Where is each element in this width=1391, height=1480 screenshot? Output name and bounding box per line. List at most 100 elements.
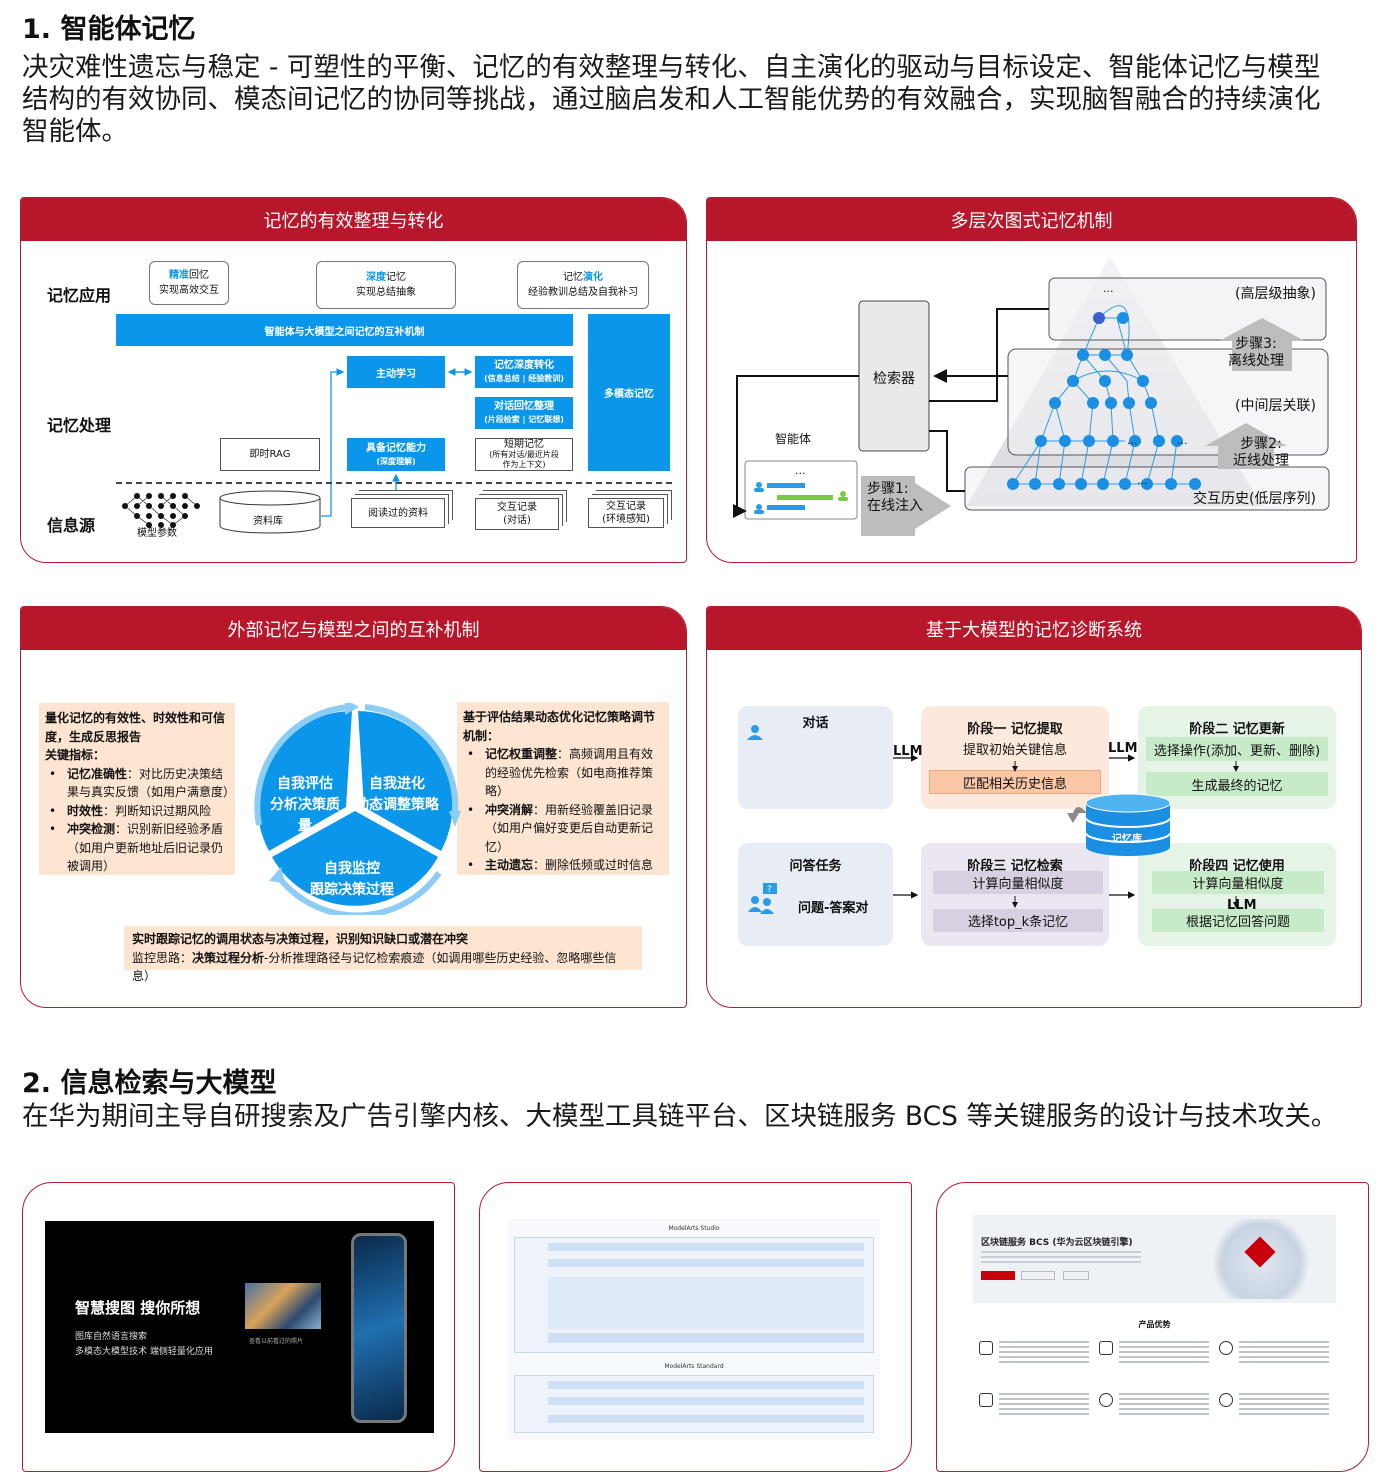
- database-cylinder-icon: [219, 490, 321, 534]
- bcs-buy-button[interactable]: [981, 1271, 1015, 1280]
- svg-text:?: ?: [767, 885, 772, 895]
- note-title: 量化记忆的有效性、时效性和可信度，生成反思报告: [45, 711, 226, 744]
- mid-ellipsis-2: ...: [1177, 434, 1188, 447]
- mid-ellipsis: ...: [1127, 434, 1138, 447]
- studio-row: [548, 1243, 864, 1251]
- step3-label: 步骤3: 离线处理: [1228, 336, 1284, 370]
- monitor-icon: [1099, 1341, 1113, 1355]
- segment-text: 自我进化: [369, 776, 425, 792]
- panel-header: 基于大模型的记忆诊断系统: [707, 607, 1361, 650]
- advantage-text: [1119, 1341, 1209, 1365]
- note-title: 实时跟踪记忆的调用状态与决策过程，识别知识缺口或潜在冲突: [132, 932, 469, 946]
- memory-ability-box: 具备记忆能力 (深度理解): [347, 438, 445, 471]
- modelarts-architecture-image: ModelArts Studio ModelArts Standard: [508, 1219, 880, 1439]
- stage1-box: 阶段一 记忆提取 提取初始关键信息 匹配相关历史信息: [921, 706, 1109, 809]
- product-card-search: 智慧搜图 搜你所想 图库自然语言搜索 多模态大模型技术 端侧轻量化应用 查看以前…: [22, 1182, 455, 1472]
- segment-text: 跟踪决策过程: [310, 882, 394, 898]
- box-text: 经验教训总结及自我补习: [528, 287, 638, 298]
- chat-ellipsis: ...: [795, 464, 806, 477]
- llm-label-2: LLM: [1108, 741, 1138, 756]
- section2-title: 2. 信息检索与大模型: [22, 1068, 277, 1099]
- search-subtitle: 图库自然语言搜索: [75, 1332, 148, 1342]
- model-params-network-icon: [122, 493, 200, 528]
- dialog-label: 对话: [802, 716, 829, 731]
- box-text: 短期记忆: [504, 438, 544, 450]
- box-text: 记忆: [386, 272, 406, 283]
- database-label: 资料库: [253, 516, 283, 527]
- studio-row: [548, 1259, 864, 1267]
- standard-row: [548, 1397, 864, 1405]
- self-cycle-diagram: [254, 703, 461, 915]
- bcs-action-button[interactable]: [1063, 1271, 1089, 1280]
- advantage-text: [1119, 1393, 1209, 1417]
- para-line: 结构的有效协同、模态间记忆的协同等挑战，通过脑启发和人工智能优势的有效融合，实现…: [22, 84, 1321, 115]
- agent-label: 智能体: [775, 432, 812, 446]
- stage4-box: 阶段四 记忆使用 计算向量相似度 根据记忆回答问题: [1138, 843, 1336, 946]
- step2-label: 步骤2: 近线处理: [1233, 436, 1289, 470]
- source-divider: [116, 482, 672, 484]
- box-text: 记忆: [563, 272, 583, 283]
- bcs-advantages-grid: [979, 1341, 1333, 1461]
- segment-text: 自我监控: [324, 861, 380, 877]
- panel-header: 外部记忆与模型之间的互补机制: [21, 607, 686, 650]
- box-text: (信息总结 | 经验教训): [484, 374, 564, 383]
- note-item: 冲突消解：用新经验覆盖旧记录（如用户偏好变更后自动更新记忆）: [463, 801, 663, 857]
- segment-text: 动态调整策略: [355, 797, 439, 813]
- search-caption: 查看以前看过的照片: [249, 1338, 304, 1345]
- segment-text: 分析决策质量: [270, 797, 340, 834]
- phone-mockup-image: [351, 1233, 407, 1423]
- instant-rag-box: 即时RAG: [220, 438, 320, 471]
- para-line: 决灾难性遗忘与稳定 - 可塑性的平衡、记忆的有效整理与转化、自主演化的驱动与目标…: [22, 52, 1321, 83]
- highlight-text: 演化: [583, 272, 603, 283]
- bcs-title: 区块链服务 BCS (华为云区块链引擎): [981, 1238, 1133, 1248]
- retriever-label: 检索器: [873, 371, 915, 387]
- stage-text: 提取初始关键信息: [962, 743, 1067, 758]
- read-material-box: 阅读过的资料: [351, 498, 445, 528]
- step-text: 步骤2:: [1240, 436, 1282, 452]
- box-text: (对话): [503, 515, 531, 526]
- monitoring-note: 实时跟踪记忆的调用状态与决策过程，识别知识缺口或潜在冲突 监控思路：决策过程分析…: [124, 926, 642, 983]
- bcs-desc-lines: [981, 1251, 1141, 1265]
- note-text: 监控思路：: [132, 950, 193, 965]
- interaction-dialog-box: 交互记录 (对话): [475, 498, 559, 530]
- model-params-label: 模型参数: [137, 528, 177, 539]
- advantage-text: [999, 1341, 1089, 1365]
- qa-box: 问答任务 ? 问题-答案对: [738, 843, 893, 946]
- section1-paragraph: 决灾难性遗忘与稳定 - 可塑性的平衡、记忆的有效整理与转化、自主演化的驱动与目标…: [22, 52, 1321, 148]
- panel-complement-mechanism: 外部记忆与模型之间的互补机制 量化记忆的有效性、时效性和可信度，生成反思报告 关…: [20, 606, 687, 1008]
- deep-transform-box: 记忆深度转化 (信息总结 | 经验教训): [475, 356, 573, 388]
- dialog-organize-box: 对话回忆整理 (片段检索 | 记忆联想): [475, 397, 573, 429]
- qa-label: 问答任务: [789, 859, 842, 874]
- box-text: 作为上下文): [502, 459, 546, 469]
- dialog-box: 对话: [738, 706, 893, 809]
- panel-hierarchical-memory: 多层次图式记忆机制: [706, 197, 1357, 563]
- segment-text: 自我评估: [277, 776, 333, 792]
- level-mid-label: (中间层关联): [1235, 398, 1316, 414]
- stage-title: 阶段一 记忆提取: [967, 722, 1063, 737]
- note-title: 基于评估结果动态优化记忆策略调节机制：: [463, 710, 656, 743]
- bcs-action-button[interactable]: [1021, 1271, 1055, 1280]
- studio-row: [548, 1277, 864, 1329]
- complement-bar: 智能体与大模型之间记忆的互补机制: [116, 314, 573, 346]
- photo-grid-image: [245, 1283, 321, 1329]
- stage-inner: 匹配相关历史信息: [929, 770, 1101, 794]
- box-text: (深度理解): [376, 456, 416, 466]
- panel-header: 多层次图式记忆机制: [707, 198, 1356, 241]
- step-text: 离线处理: [1228, 353, 1284, 369]
- stage-title: 阶段四 记忆使用: [1189, 859, 1285, 874]
- advantage-text: [999, 1393, 1089, 1417]
- modelarts-studio-title: ModelArts Studio: [668, 1225, 720, 1232]
- note-item: 主动遗忘：删除低频或过时信息: [463, 856, 663, 875]
- box-text: 记忆深度转化: [494, 360, 554, 371]
- memdb-label: 记忆库: [1112, 834, 1142, 845]
- stage-title: 阶段三 记忆检索: [967, 859, 1063, 874]
- stage-title: 阶段二 记忆更新: [1189, 722, 1285, 737]
- step-text: 步骤3:: [1235, 336, 1277, 352]
- stage-inner: 计算向量相似度: [1152, 871, 1324, 894]
- box-text: 实现高效交互: [159, 285, 219, 296]
- level-low-label: 交互历史(低层序列): [1193, 491, 1316, 507]
- step-text: 步骤1:: [867, 481, 909, 497]
- box-text: 交互记录: [497, 502, 537, 513]
- search-title: 智慧搜图 搜你所想: [75, 1299, 201, 1317]
- resource-icon: [1219, 1393, 1233, 1407]
